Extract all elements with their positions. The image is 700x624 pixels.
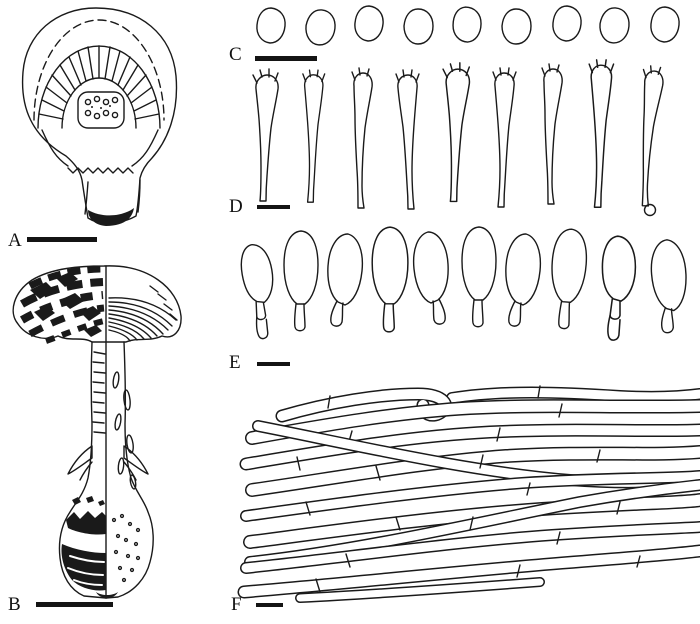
spore bbox=[450, 5, 484, 44]
margin-right-fold bbox=[131, 129, 159, 167]
scale-bar-f bbox=[256, 603, 283, 607]
cystidium bbox=[371, 226, 409, 333]
stem-side-line-right bbox=[137, 179, 141, 213]
annulus-flaps bbox=[67, 445, 149, 481]
panel-a-illustration bbox=[21, 7, 178, 226]
bulb-ornamentation bbox=[61, 496, 141, 598]
stem-fibrils-left bbox=[92, 351, 106, 434]
basidium-basal-bulb bbox=[643, 203, 657, 217]
cystidium bbox=[236, 241, 285, 341]
panel-c-spores bbox=[256, 5, 680, 48]
base-black-band bbox=[88, 208, 134, 226]
cystidium bbox=[283, 230, 319, 332]
panel-e-cystidia bbox=[236, 226, 695, 341]
spore bbox=[256, 7, 286, 44]
cystidium bbox=[327, 233, 364, 327]
cystidium bbox=[646, 237, 695, 335]
spore bbox=[354, 5, 384, 42]
spore bbox=[597, 6, 632, 45]
panel-label-c: C bbox=[229, 44, 242, 65]
stem-outline-left bbox=[58, 341, 107, 599]
bulb-black-band-upper bbox=[66, 511, 106, 535]
scale-bar-a bbox=[27, 237, 97, 242]
basidium bbox=[442, 62, 471, 203]
stem-lacunae-right bbox=[112, 371, 137, 490]
panel-d-basidia bbox=[252, 59, 665, 217]
stem-side-line-left bbox=[84, 181, 89, 215]
scale-bar-e bbox=[257, 362, 290, 366]
margin-left-fold bbox=[41, 129, 69, 167]
stipe-apex-scales bbox=[77, 91, 125, 129]
cap-outline bbox=[12, 265, 182, 343]
cystidium bbox=[461, 226, 497, 328]
basidium bbox=[635, 64, 665, 208]
scale-bar-b bbox=[36, 602, 113, 607]
spore bbox=[303, 7, 338, 48]
basidium bbox=[252, 68, 279, 202]
gill-section-lines bbox=[108, 297, 177, 342]
scale-bar-c bbox=[255, 56, 317, 61]
stem-fringe-zigzag bbox=[67, 167, 134, 174]
spore bbox=[403, 8, 434, 45]
panel-b-illustration bbox=[12, 265, 182, 599]
panel-f-hyphae bbox=[237, 385, 700, 603]
basidium bbox=[541, 63, 563, 205]
cap-scale-rows-left bbox=[19, 265, 105, 344]
panel-label-d: D bbox=[229, 196, 243, 217]
cap-surface-hatches-right bbox=[149, 285, 178, 321]
panel-label-e: E bbox=[229, 352, 241, 373]
basidium bbox=[302, 69, 326, 203]
panel-label-b: B bbox=[8, 594, 21, 615]
spore bbox=[650, 6, 680, 43]
panel-label-a: A bbox=[8, 230, 22, 251]
bulb-dots-right bbox=[111, 513, 141, 583]
cystidium bbox=[546, 227, 590, 331]
basidium bbox=[492, 67, 517, 208]
base-tip-black bbox=[96, 592, 118, 598]
panel-label-f: F bbox=[231, 594, 242, 615]
basidium bbox=[351, 67, 373, 209]
spore bbox=[501, 8, 532, 45]
scale-bar-d bbox=[257, 205, 290, 209]
spore bbox=[552, 5, 582, 42]
basidium bbox=[395, 69, 420, 210]
cystidium bbox=[601, 235, 637, 341]
veil-dashed-line bbox=[33, 19, 165, 121]
cystidium bbox=[505, 233, 542, 327]
cystidium bbox=[412, 231, 449, 325]
basidium bbox=[588, 59, 615, 208]
bulb-black-band-lower bbox=[61, 544, 106, 591]
gill-lines bbox=[38, 45, 160, 120]
